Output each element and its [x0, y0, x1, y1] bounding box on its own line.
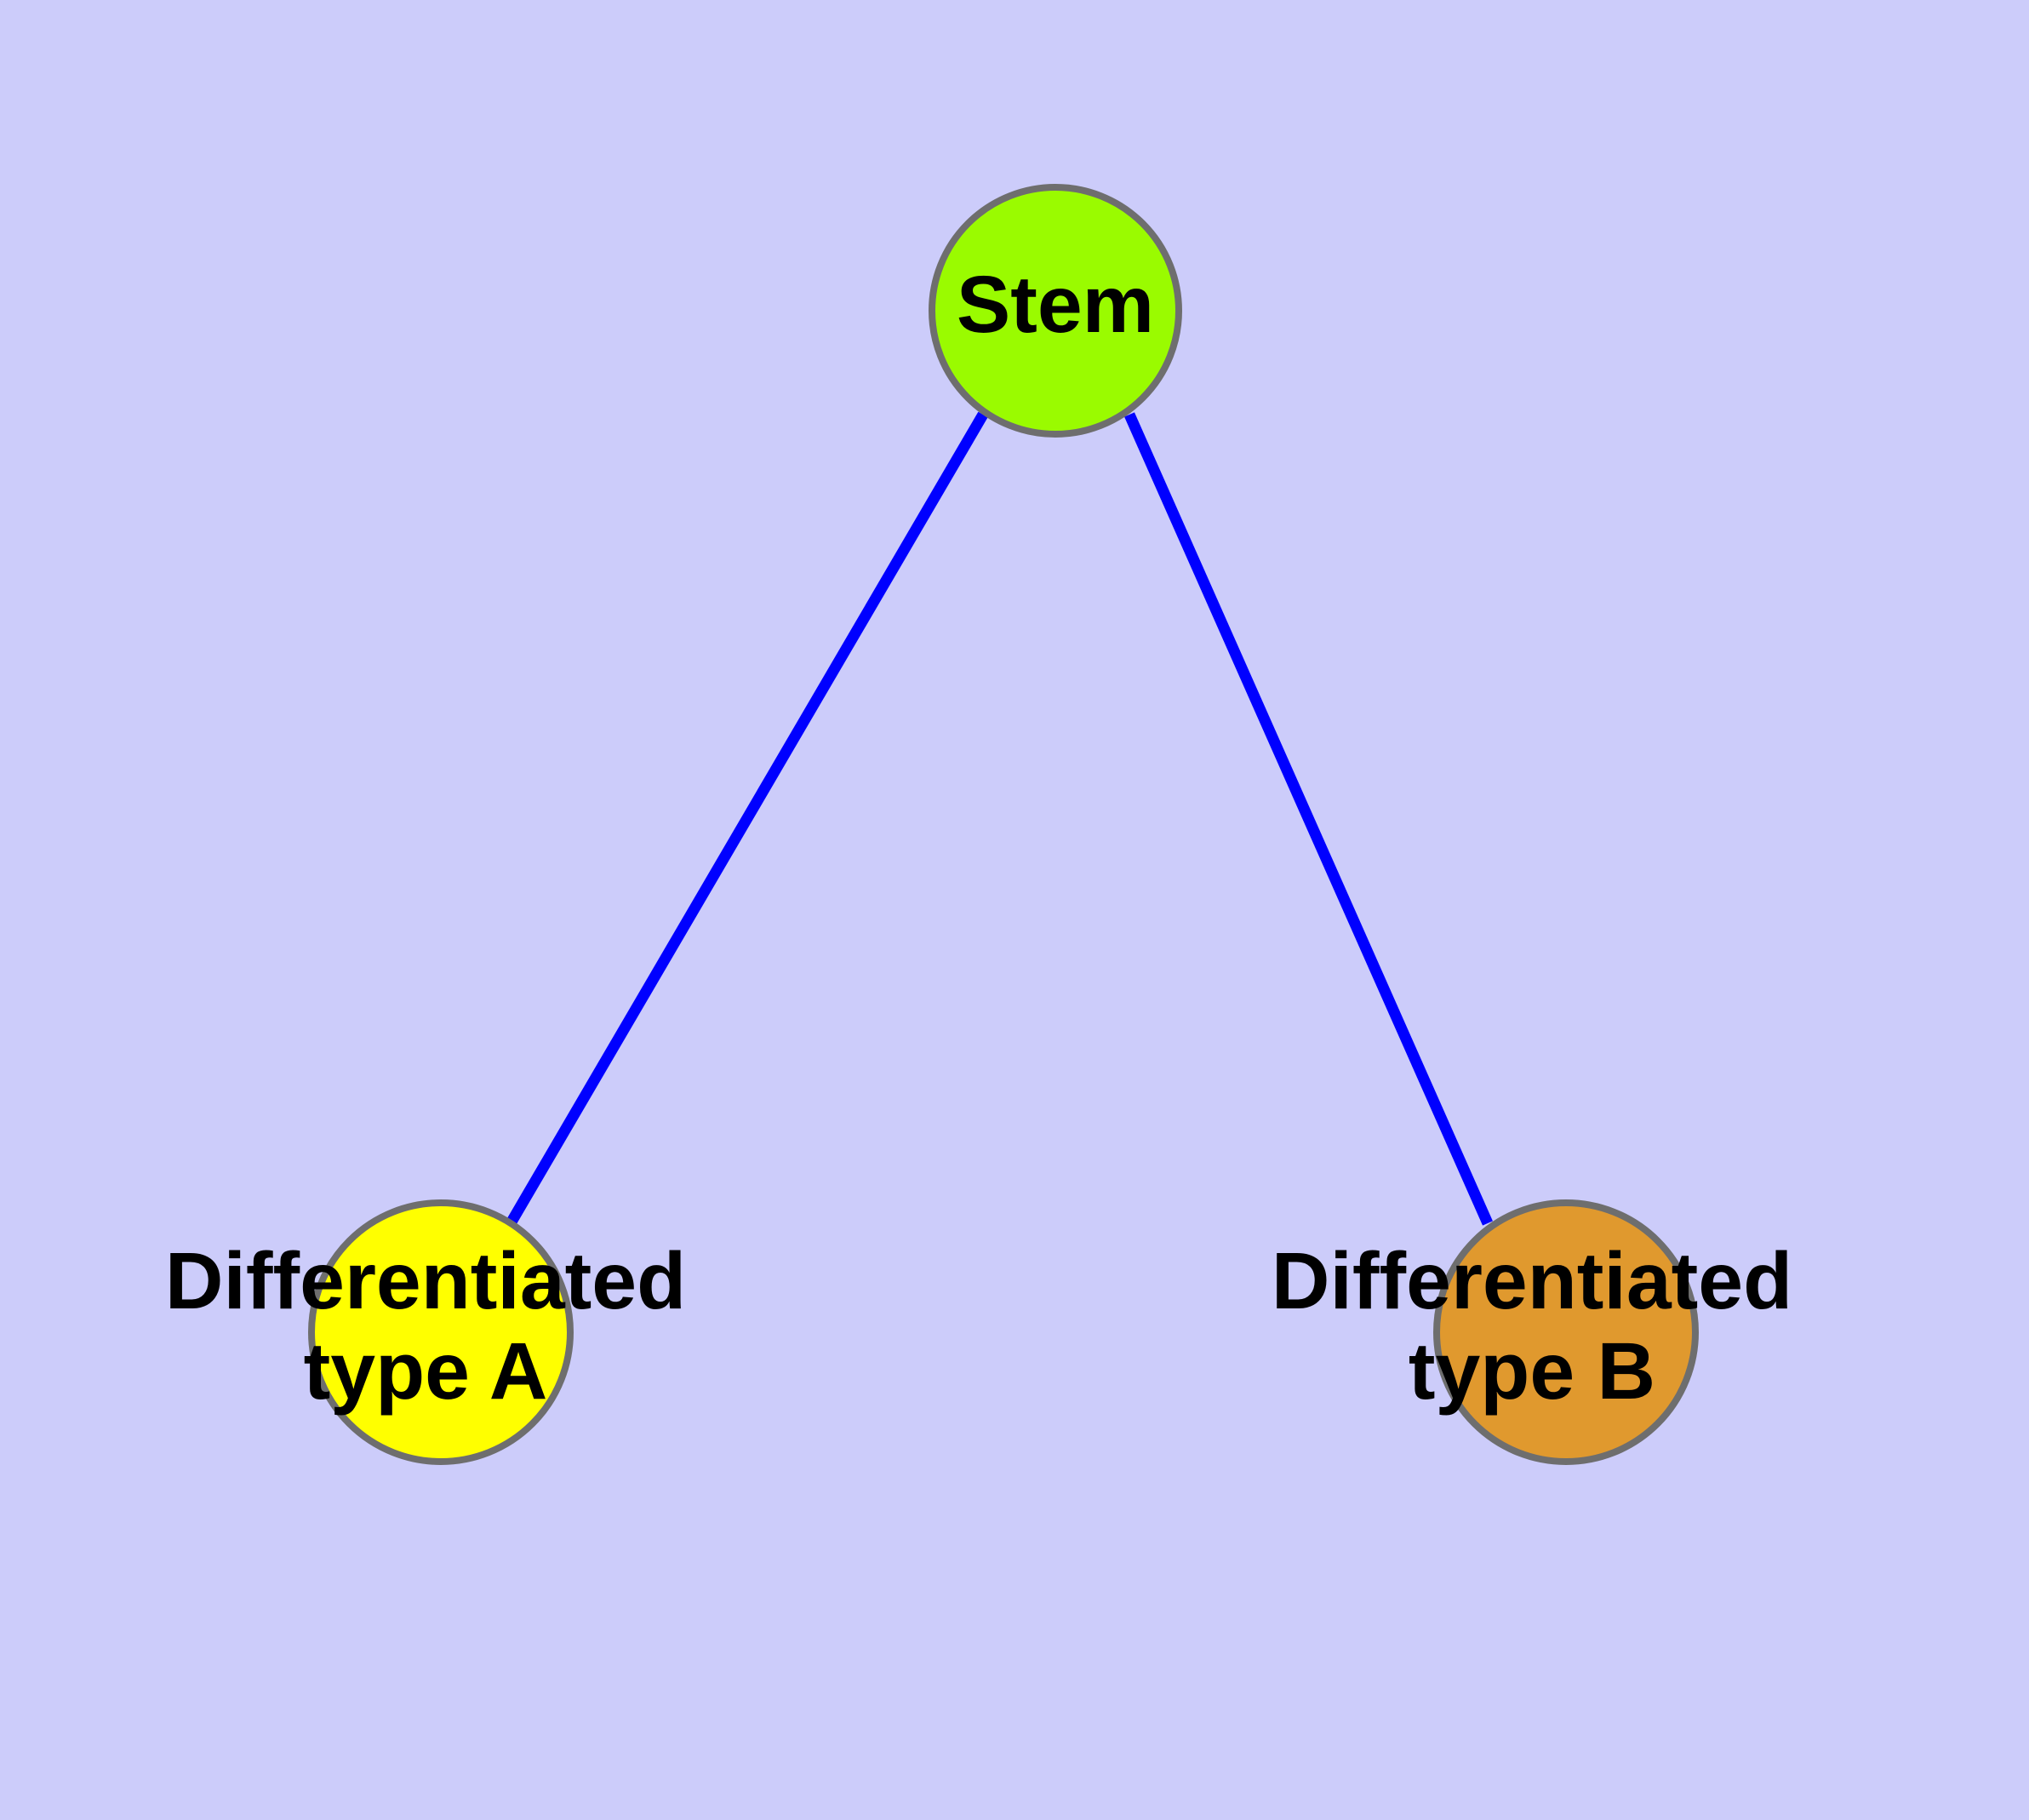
node-label-line: type A	[304, 1326, 548, 1417]
node-label-line: Stem	[957, 260, 1154, 350]
node-circle-stem[interactable]	[929, 184, 1182, 438]
edge-group	[506, 411, 1493, 1227]
node-circle-diff-a[interactable]	[308, 1199, 574, 1465]
edge-stem-to-diff-a[interactable]	[506, 411, 988, 1227]
node-label-line: Differentiated	[165, 1236, 686, 1326]
node-circle-diff-b[interactable]	[1433, 1199, 1699, 1465]
node-group	[308, 184, 1699, 1465]
edge-stem-to-diff-b[interactable]	[1124, 412, 1493, 1226]
node-label-line: Differentiated	[1272, 1236, 1792, 1326]
node-label-line: type B	[1409, 1326, 1655, 1417]
node-label-stem: Stem	[957, 260, 1154, 350]
